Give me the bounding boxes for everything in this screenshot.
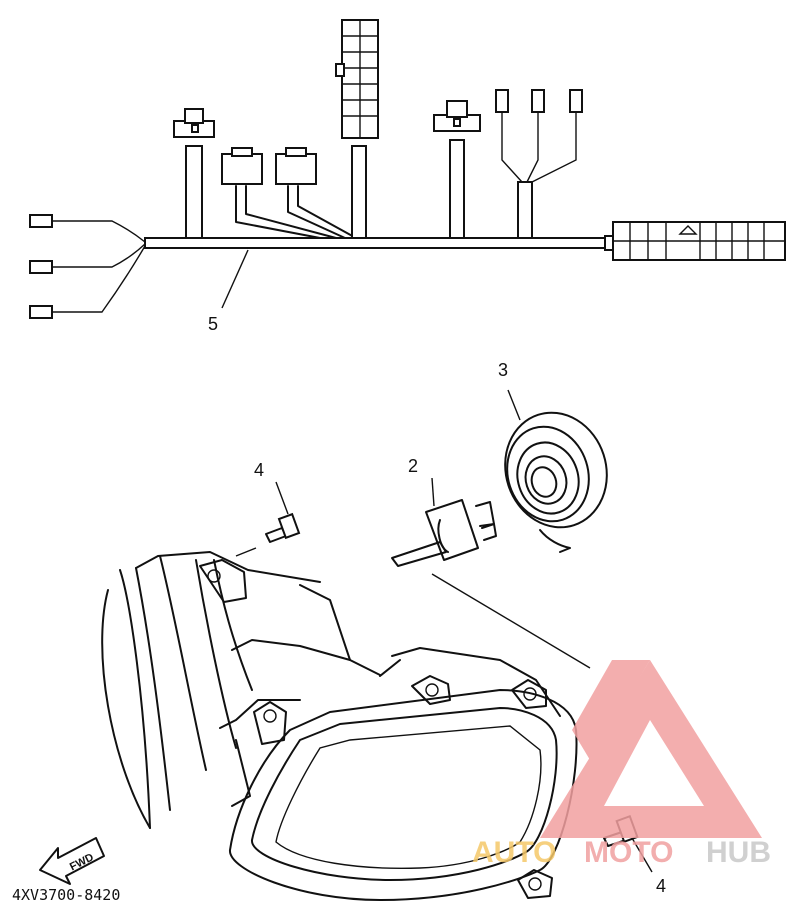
fwd-arrow: FWD <box>39 837 105 885</box>
headlight-bulb <box>391 477 497 567</box>
callout-3: 3 <box>498 360 508 380</box>
harness-connector-left-3 <box>29 305 53 319</box>
automotohub-watermark: AUTO MOTO HUB <box>472 660 771 869</box>
harness-connector-tall <box>335 19 379 239</box>
watermark-hub: HUB <box>706 836 771 869</box>
diagram-code: 4XV3700-8420 <box>12 886 120 904</box>
harness-connector-branch-1 <box>173 108 215 239</box>
headlight-assembly <box>101 551 578 901</box>
guide-line-bulb <box>431 573 591 669</box>
harness-main-coupler <box>604 221 786 261</box>
watermark-moto: MOTO <box>584 836 673 869</box>
wire-harness <box>29 19 786 319</box>
watermark-auto: AUTO <box>472 836 556 869</box>
harness-connector-branch-3 <box>275 147 357 239</box>
harness-connector-branch-2 <box>221 147 337 239</box>
harness-connector-triple <box>495 89 583 239</box>
screw-top <box>265 481 301 543</box>
watermark-triangle-logo <box>540 660 762 838</box>
callout-2: 2 <box>408 456 418 476</box>
harness-connector-left-1 <box>29 214 53 228</box>
guide-line-screw <box>235 547 257 557</box>
bulb-socket-cover <box>504 389 608 553</box>
callout-4-bottom: 4 <box>656 876 666 896</box>
harness-connector-left-2 <box>29 260 53 274</box>
callout-4-top: 4 <box>254 460 264 480</box>
fwd-label: FWD <box>68 851 96 873</box>
callout-5: 5 <box>208 314 218 334</box>
harness-connector-branch-4 <box>433 100 481 239</box>
